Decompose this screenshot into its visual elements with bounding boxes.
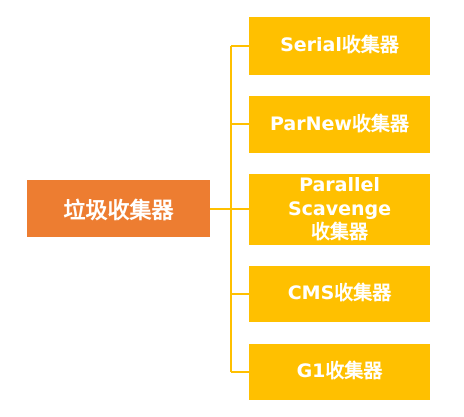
node-serial-collector: Serial收集器 [249,17,430,75]
node-label-line1: Parallel Scavenge [287,173,392,220]
node-label: CMS收集器 [287,282,392,305]
root-node-label: 垃圾收集器 [63,198,174,224]
node-label: ParNew收集器 [270,112,409,135]
node-label: G1收集器 [296,360,383,383]
node-label-line2: 收集器 [310,221,368,244]
node-g1-collector: G1收集器 [249,344,430,400]
root-node-garbage-collector: 垃圾收集器 [27,180,210,237]
node-label: Serial收集器 [280,34,399,57]
node-parallel-scavenge-collector: Parallel Scavenge 收集器 [249,174,430,245]
node-cms-collector: CMS收集器 [249,266,430,322]
node-parnew-collector: ParNew收集器 [249,96,430,153]
